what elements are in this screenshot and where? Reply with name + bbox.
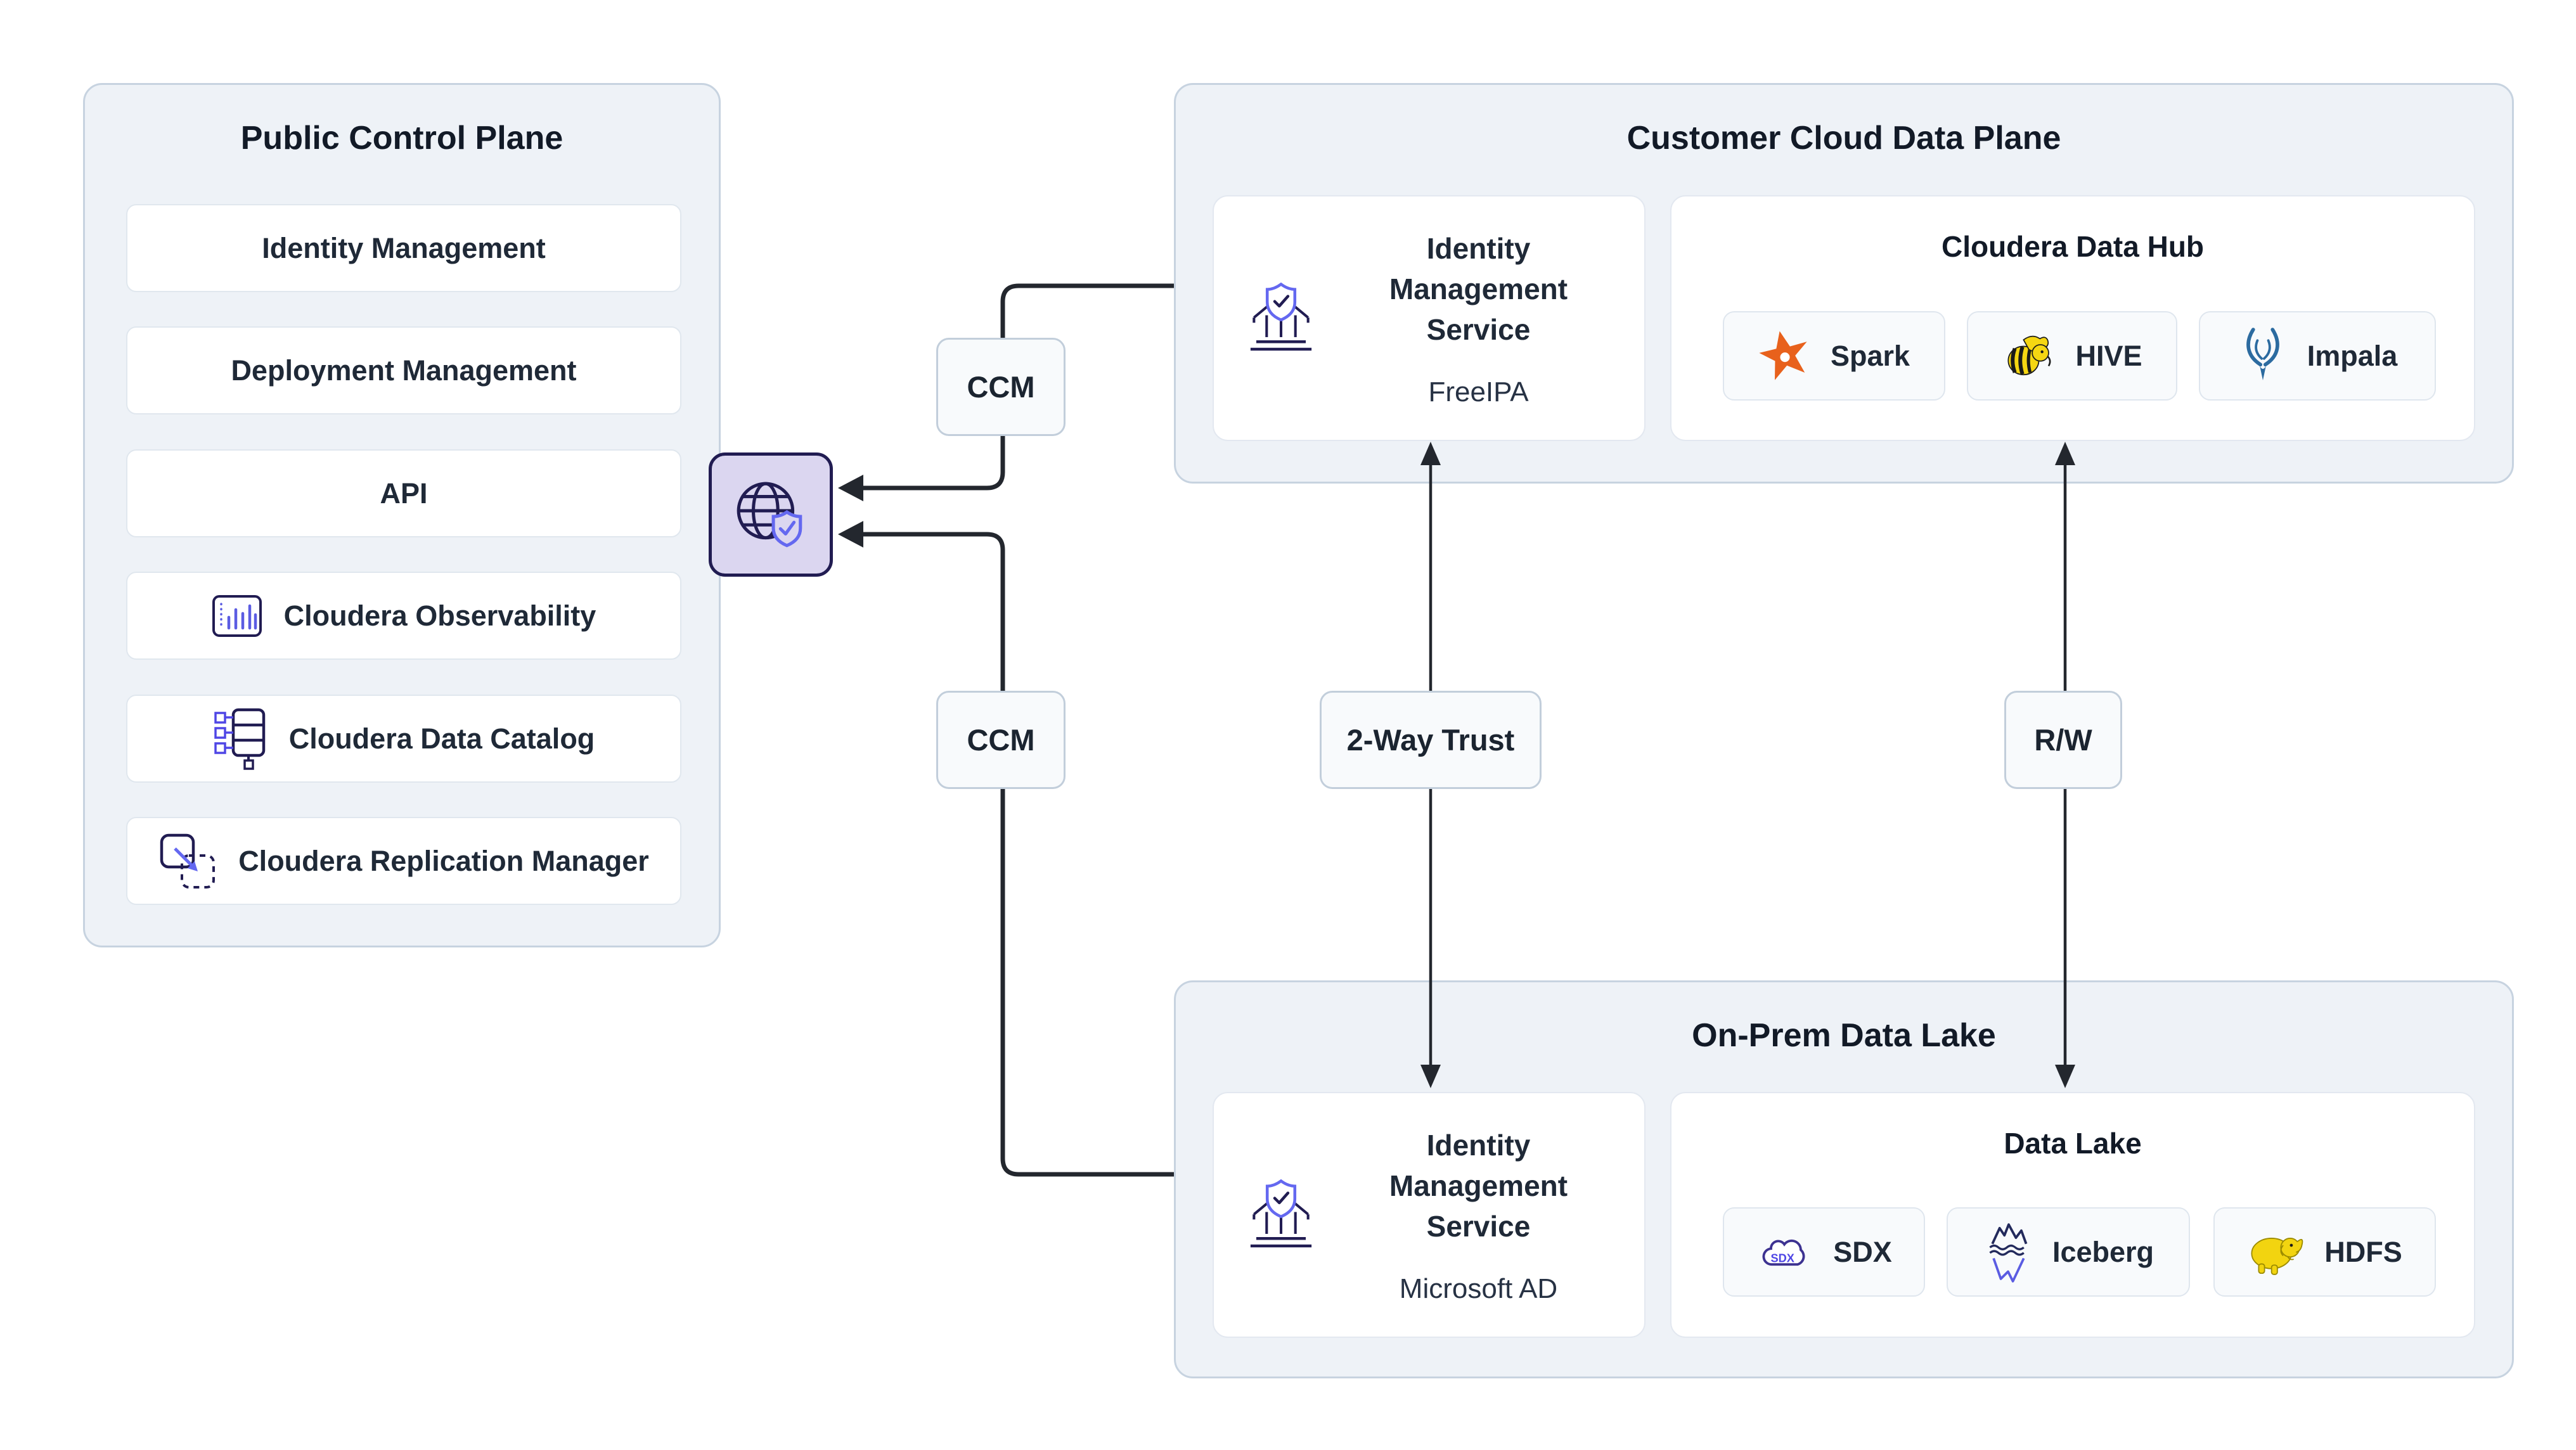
customer-cloud-data-plane-title: Customer Cloud Data Plane xyxy=(1626,120,2061,157)
chip-label: Iceberg xyxy=(2052,1235,2154,1268)
item-cloudera-replication-manager: Cloudera Replication Manager xyxy=(126,817,681,905)
item-identity-management: Identity Management xyxy=(126,204,681,292)
hdfs-elephant-icon xyxy=(2251,1237,2303,1275)
ccm-top-tag: CCM xyxy=(936,338,1066,436)
hive-bee-icon xyxy=(2007,335,2051,375)
on-prem-data-lake-panel: On-Prem Data Lake Identity Management Se… xyxy=(1174,980,2514,1378)
bar-chart-panel-icon xyxy=(212,594,262,637)
item-cloudera-observability: Cloudera Observability xyxy=(126,572,681,660)
trust-label: 2-Way Trust xyxy=(1346,723,1515,757)
item-label: Identity Management xyxy=(262,231,546,264)
replication-copy-arrow-icon xyxy=(160,833,216,889)
chip-label: HDFS xyxy=(2324,1235,2402,1268)
chip-sdx: SDX SDX xyxy=(1723,1207,1925,1297)
ccm-bottom-tag: CCM xyxy=(936,691,1066,789)
customer-cloud-data-plane-panel: Customer Cloud Data Plane Identity Manag… xyxy=(1174,83,2514,484)
cloudera-data-hub-title: Cloudera Data Hub xyxy=(1941,230,2205,263)
identity-service-title: Identity Management Service xyxy=(1389,232,1568,346)
identity-service-title: Identity Management Service xyxy=(1389,1129,1568,1243)
onprem-identity-management-service-box: Identity Management Service Microsoft AD xyxy=(1213,1092,1645,1338)
item-label: API xyxy=(380,477,428,510)
item-label: Deployment Management xyxy=(231,354,577,387)
chip-label: HIVE xyxy=(2075,339,2142,372)
rw-tag: R/W xyxy=(2004,691,2122,789)
cloud-identity-management-service-box: Identity Management Service FreeIPA xyxy=(1213,195,1645,441)
sdx-icon-text: SDX xyxy=(1771,1252,1794,1264)
chip-impala: Impala xyxy=(2199,311,2436,401)
chip-label: SDX xyxy=(1833,1235,1892,1268)
sdx-cloud-icon: SDX xyxy=(1762,1239,1805,1266)
spark-star-icon xyxy=(1759,331,1807,380)
database-catalog-icon xyxy=(214,708,265,770)
ccm-label: CCM xyxy=(967,723,1035,757)
chip-spark: Spark xyxy=(1723,311,1945,401)
chip-label: Impala xyxy=(2307,339,2398,372)
identity-service-subtitle: Microsoft AD xyxy=(1399,1273,1558,1304)
identity-service-subtitle: FreeIPA xyxy=(1428,376,1529,407)
item-label: Cloudera Observability xyxy=(283,599,596,632)
public-control-plane-panel: Public Control Plane Identity Management… xyxy=(83,83,721,947)
two-way-trust-tag: 2-Way Trust xyxy=(1320,691,1542,789)
item-deployment-management: Deployment Management xyxy=(126,326,681,414)
item-label: Cloudera Replication Manager xyxy=(238,844,649,877)
chip-label: Spark xyxy=(1830,339,1910,372)
arrowhead-into-gateway-bottom xyxy=(838,521,863,548)
bank-shield-icon xyxy=(1250,282,1311,351)
data-lake-box: Data Lake SDX SDX Iceberg xyxy=(1670,1092,2475,1338)
data-lake-title: Data Lake xyxy=(2004,1127,2142,1160)
bank-shield-icon xyxy=(1250,1179,1311,1248)
item-label: Cloudera Data Catalog xyxy=(288,722,595,755)
chip-iceberg: Iceberg xyxy=(1947,1207,2190,1297)
impala-antlers-icon xyxy=(2246,327,2279,380)
globe-shield-icon xyxy=(737,482,802,548)
arrowhead-into-gateway-top xyxy=(838,475,863,501)
cloudera-data-hub-box: Cloudera Data Hub Spark xyxy=(1670,195,2475,441)
ccm-label: CCM xyxy=(967,370,1035,404)
iceberg-icon xyxy=(1989,1222,2028,1283)
public-control-plane-title: Public Control Plane xyxy=(240,120,564,157)
on-prem-data-lake-title: On-Prem Data Lake xyxy=(1692,1017,1996,1054)
item-api: API xyxy=(126,449,681,537)
chip-hdfs: HDFS xyxy=(2213,1207,2436,1297)
chip-hive: HIVE xyxy=(1967,311,2177,401)
secure-gateway-box xyxy=(709,452,833,577)
rw-label: R/W xyxy=(2034,723,2092,757)
item-cloudera-data-catalog: Cloudera Data Catalog xyxy=(126,695,681,783)
